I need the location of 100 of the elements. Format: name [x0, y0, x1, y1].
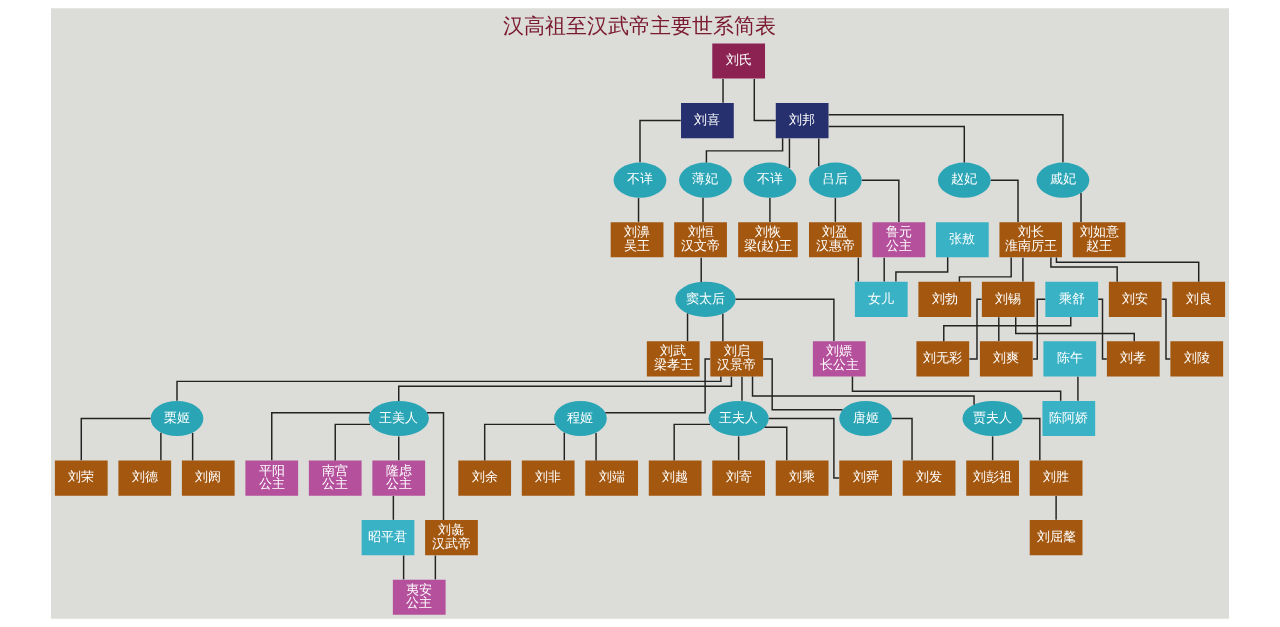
node-ellipse: 不详 [613, 162, 667, 198]
connector [722, 313, 724, 342]
connector [851, 375, 1062, 402]
connector [191, 432, 194, 462]
node-ellipse: 薄妃 [679, 162, 732, 198]
node-box: 刘胜 [1029, 460, 1083, 496]
connector [763, 426, 788, 462]
node-ellipse: 戚妃 [1036, 162, 1090, 198]
node-box: 乘舒 [1045, 281, 1099, 317]
connector [686, 312, 689, 342]
diagram-title: 汉高祖至汉武帝主要世系简表 [503, 13, 777, 39]
node-box: 昭平君 [361, 520, 415, 556]
node-box: 刘无彩 [916, 341, 970, 377]
connector [1032, 298, 1046, 360]
node-box: 刘非 [521, 460, 575, 496]
node-box: 夷安 公主 [392, 579, 446, 615]
node-box: 刘陵 [1170, 341, 1224, 377]
connector [398, 375, 733, 402]
node-box: 刘恢 梁(赵)王 [738, 222, 798, 258]
connector [434, 554, 437, 581]
node-box: 刘寄 [712, 460, 766, 496]
node-box: 刘屈氂 [1029, 520, 1083, 556]
node-box: 刘武 梁孝王 [646, 341, 700, 377]
node-box: 鲁元 公主 [872, 222, 926, 258]
connector [1077, 376, 1079, 402]
node-box: 刘孝 [1106, 341, 1160, 377]
connector [788, 137, 791, 169]
connector [1097, 298, 1108, 360]
connector [334, 423, 372, 462]
node-box: 刘勃 [918, 281, 972, 317]
connector [968, 298, 983, 360]
node-ellipse: 贾夫人 [962, 400, 1023, 437]
node-ellipse: 不详 [743, 162, 797, 198]
node-box: 刘端 [585, 460, 639, 496]
node-box: 刘长 淮南厉王 [999, 222, 1062, 258]
node-box: 刘锡 [981, 281, 1035, 317]
node-box: 刘发 [902, 460, 956, 496]
node-ellipse: 王夫人 [708, 400, 769, 437]
node-box: 女儿 [854, 281, 908, 317]
node-box: 刘良 [1172, 281, 1226, 317]
node-box: 刘乘 [775, 460, 829, 496]
node-ellipse: 王美人 [368, 400, 429, 437]
node-box: 刘氏 [712, 43, 766, 79]
node-ellipse: 栗姬 [150, 400, 204, 437]
connector [700, 256, 702, 283]
connector [857, 256, 860, 283]
connector [639, 119, 682, 164]
connector [402, 554, 405, 581]
connector [827, 125, 966, 164]
node-box: 刘彘 汉武帝 [425, 520, 478, 556]
connector [990, 179, 1019, 223]
connector [998, 316, 1000, 342]
connector [991, 435, 994, 461]
connector [741, 376, 743, 402]
node-box: 刘爽 [979, 341, 1033, 377]
connector [883, 256, 885, 283]
connector [737, 435, 740, 461]
node-box: 陈午 [1043, 341, 1097, 377]
connector [637, 197, 640, 223]
connector [160, 431, 162, 461]
node-box: 刘彭祖 [966, 460, 1019, 496]
connector [563, 431, 566, 461]
connector [1161, 298, 1171, 360]
node-box: 平阳 公主 [245, 460, 299, 496]
connector [834, 197, 837, 223]
connector [1022, 256, 1024, 283]
connector [722, 78, 724, 104]
node-box: 张敖 [935, 222, 989, 258]
node-box: 刘启 汉景帝 [710, 341, 764, 377]
connector [827, 114, 1064, 163]
connector [861, 179, 900, 223]
node-box: 陈阿娇 [1042, 400, 1096, 437]
connector [769, 197, 771, 223]
connector [398, 435, 400, 461]
node-ellipse: 赵妃 [937, 162, 991, 198]
connector [426, 411, 445, 521]
connector [958, 256, 1012, 283]
node-box: 刘嫖 长公主 [812, 341, 866, 377]
node-box: 刘盈 汉惠帝 [809, 222, 862, 258]
connector [1050, 256, 1118, 283]
connector [176, 375, 722, 402]
node-box: 刘德 [118, 460, 172, 496]
connector [271, 411, 371, 461]
node-box: 刘阏 [181, 460, 235, 496]
node-box: 刘邦 [775, 103, 829, 139]
connector [1015, 316, 1135, 342]
node-box: 刘余 [458, 460, 512, 496]
connector [702, 197, 704, 223]
node-box: 刘荣 [54, 460, 108, 496]
connector [1080, 192, 1082, 223]
connector [673, 423, 711, 462]
connector [604, 358, 711, 414]
connector [818, 137, 820, 167]
connector [734, 298, 835, 342]
connector [392, 495, 395, 521]
connector [762, 358, 844, 411]
node-box: 刘濞 吴王 [610, 222, 664, 258]
node-box: 南宫 公主 [308, 460, 362, 496]
connector [751, 375, 975, 406]
node-ellipse: 唐姬 [839, 400, 892, 437]
